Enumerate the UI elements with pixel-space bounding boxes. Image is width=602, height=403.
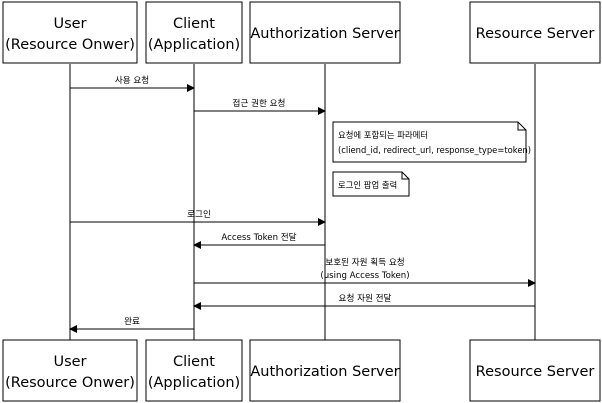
participant-auth-bottom: Authorization Server xyxy=(249,339,401,402)
participant-resource-name: Resource Server xyxy=(476,26,595,42)
participant-client-name: Client xyxy=(173,16,215,32)
message-label: 보호된 자원 획득 요청 xyxy=(325,256,404,268)
message-label: 접근 권한 요청 xyxy=(233,97,286,109)
message-access-request: 접근 권한 요청 xyxy=(194,97,326,115)
participant-client-bottom: Client (Application) xyxy=(145,339,243,402)
message-label: 로그인 xyxy=(187,209,211,220)
note-parameters: 요청에 포함되는 파라메터 (cliend_id, redirect_url, … xyxy=(332,121,531,163)
note-line1: 요청에 포함되는 파라메터 xyxy=(338,130,428,140)
participant-resource-name: Resource Server xyxy=(476,364,595,380)
participant-auth-name: Authorization Server xyxy=(250,364,399,380)
participant-client-role: (Application) xyxy=(148,375,240,391)
participant-auth-top: Authorization Server xyxy=(249,1,401,64)
participant-auth-name: Authorization Server xyxy=(250,26,399,42)
message-usage-request: 사용 요청 xyxy=(70,75,195,92)
message-complete: 완료 xyxy=(69,316,194,333)
message-label: 사용 요청 xyxy=(115,75,149,86)
message-label: Access Token 전달 xyxy=(221,231,296,243)
participant-user-name: User xyxy=(53,16,86,32)
participant-user-bottom: User (Resource Onwer) xyxy=(2,339,138,402)
note-line2: (cliend_id, redirect_url, response_type=… xyxy=(338,145,531,155)
message-label-sub: (using Access Token) xyxy=(320,271,409,281)
participant-user-role: (Resource Onwer) xyxy=(5,375,135,391)
participant-resource-bottom: Resource Server xyxy=(469,339,601,402)
message-login: 로그인 xyxy=(70,209,326,226)
message-access-token: Access Token 전달 xyxy=(193,231,325,249)
note-login-popup: 로그인 팝업 출력 xyxy=(332,171,410,197)
participant-client-role: (Application) xyxy=(148,37,240,53)
note-line1: 로그인 팝업 출력 xyxy=(338,180,397,190)
message-protected-resource-request: 보호된 자원 획득 요청 (using Access Token) xyxy=(194,256,536,287)
message-resource-delivery: 요청 자원 전달 xyxy=(193,292,535,310)
participant-user-role: (Resource Onwer) xyxy=(5,37,135,53)
participant-resource-top: Resource Server xyxy=(469,1,601,64)
participant-client-top: Client (Application) xyxy=(145,1,243,64)
message-label: 완료 xyxy=(124,316,140,327)
message-label: 요청 자원 전달 xyxy=(339,292,392,304)
participant-client-name: Client xyxy=(173,354,215,370)
participant-user-top: User (Resource Onwer) xyxy=(2,1,138,64)
participant-user-name: User xyxy=(53,354,86,370)
